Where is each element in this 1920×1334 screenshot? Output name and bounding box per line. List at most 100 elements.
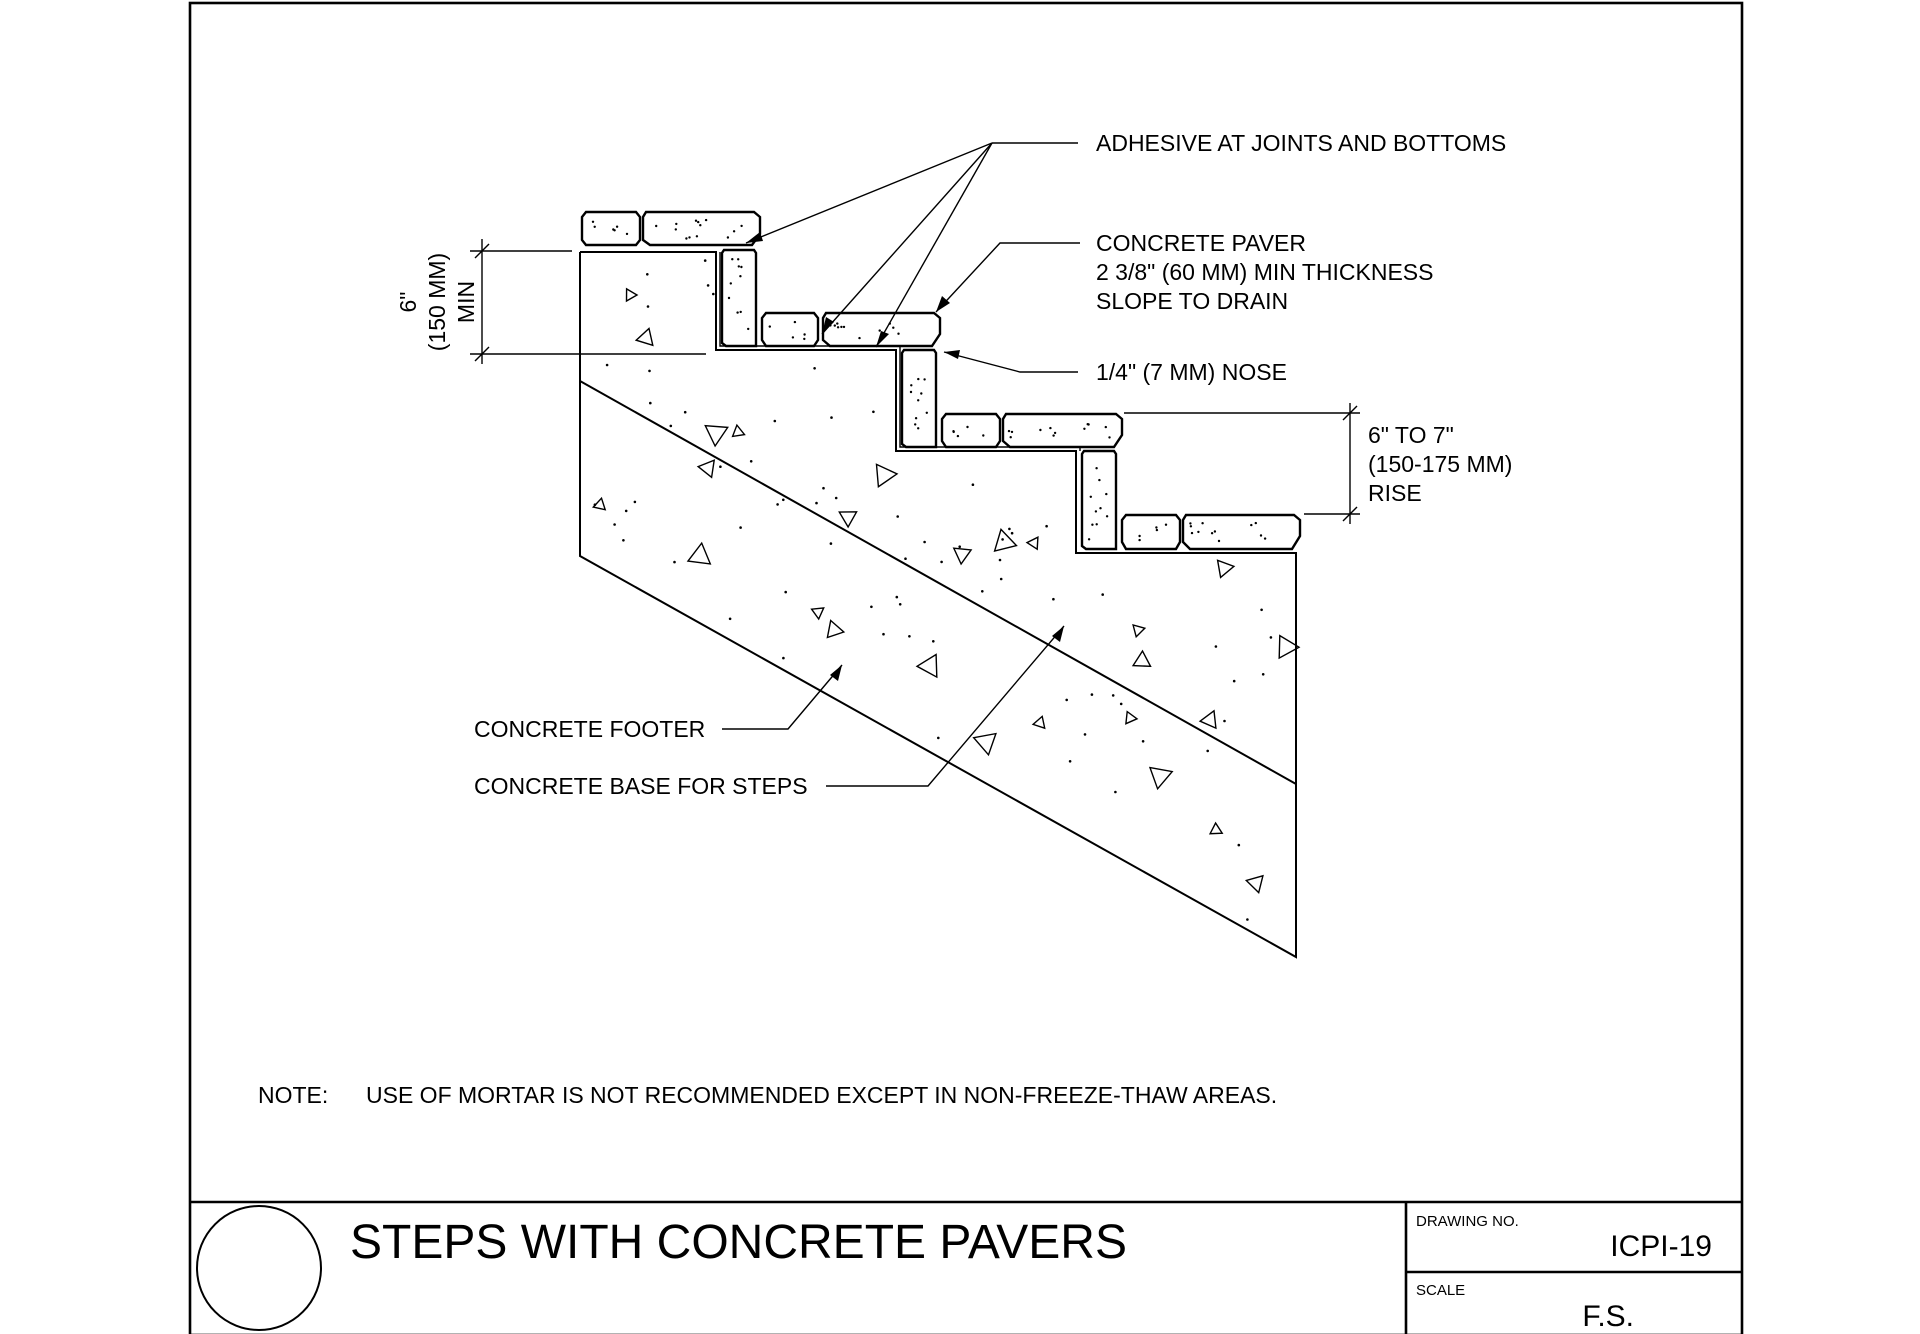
aggregate-mark bbox=[875, 463, 899, 488]
paver-riser-1 bbox=[720, 248, 758, 348]
paver-riser-2 bbox=[900, 348, 938, 449]
paver-dot bbox=[909, 390, 913, 394]
paver-dot bbox=[731, 258, 734, 261]
paver-dot bbox=[697, 220, 700, 224]
aggregate-dot bbox=[1223, 719, 1226, 723]
aggregate-dot bbox=[703, 259, 707, 262]
aggregate-dot bbox=[898, 603, 902, 606]
aggregate-mark bbox=[1125, 710, 1139, 725]
title-circle bbox=[196, 1205, 322, 1331]
paver-dot bbox=[1210, 532, 1214, 535]
aggregate-mark bbox=[1131, 649, 1152, 668]
leaders bbox=[722, 142, 1080, 787]
paver-dot bbox=[737, 265, 740, 268]
aggregate-dot bbox=[958, 545, 961, 548]
aggregate-dot bbox=[998, 558, 1002, 562]
drawing-title: STEPS WITH CONCRETE PAVERS bbox=[350, 1216, 1127, 1269]
paver-dot bbox=[1089, 495, 1093, 498]
aggregate-mark bbox=[634, 327, 654, 347]
aggregate-dot bbox=[719, 465, 722, 469]
aggregate-dot bbox=[784, 590, 787, 594]
aggregate-mark bbox=[1132, 624, 1147, 639]
aggregate-dot bbox=[815, 501, 818, 505]
aggregate-dot bbox=[971, 483, 975, 487]
aggregate-mark bbox=[625, 287, 639, 303]
paver-dot bbox=[1105, 515, 1109, 518]
aggregate-dot bbox=[937, 736, 940, 740]
paver-dot bbox=[736, 311, 739, 314]
paver-dot bbox=[593, 225, 596, 228]
paver-dot bbox=[675, 222, 678, 226]
paver-dot bbox=[952, 430, 955, 433]
aggregate-dot bbox=[776, 503, 779, 506]
paver-dot bbox=[655, 224, 658, 228]
paver-dot bbox=[836, 322, 839, 325]
paver-dot bbox=[1009, 436, 1012, 439]
paver-dot bbox=[726, 236, 730, 239]
callout-rise-2: (150-175 MM) bbox=[1368, 451, 1512, 477]
paver-dot bbox=[1053, 431, 1057, 435]
paver-dot bbox=[740, 224, 743, 228]
paver-tread-1a bbox=[760, 311, 820, 348]
dimension-rise bbox=[1124, 403, 1360, 524]
paver-dot bbox=[1083, 427, 1086, 430]
aggregate-mark bbox=[1244, 874, 1264, 894]
paver-dot bbox=[836, 326, 840, 329]
aggregate-dot bbox=[870, 605, 873, 609]
aggregate-dot bbox=[908, 635, 911, 638]
paver-dot bbox=[892, 326, 895, 329]
paver-dot bbox=[925, 411, 928, 414]
aggregate-dot bbox=[773, 419, 777, 423]
callout-rise-1: 6" TO 7" bbox=[1368, 422, 1454, 448]
paver-dot bbox=[685, 237, 688, 240]
paver-dot bbox=[966, 425, 969, 429]
paver-dot bbox=[923, 378, 926, 381]
paver-dot bbox=[739, 275, 742, 278]
aggregate-dot bbox=[830, 416, 833, 419]
aggregate-dot bbox=[1052, 597, 1055, 601]
aggregate-dot bbox=[739, 526, 742, 529]
aggregate-mark bbox=[972, 732, 997, 757]
aggregate-dot bbox=[1001, 538, 1004, 541]
paver-riser-3 bbox=[1080, 449, 1118, 551]
paver-dot bbox=[768, 325, 771, 328]
aggregate-mark bbox=[1216, 559, 1236, 579]
paver-dot bbox=[920, 392, 923, 395]
callout-paver-2: 2 3/8" (60 MM) MIN THICKNESS bbox=[1096, 259, 1433, 285]
paver-dot bbox=[1259, 534, 1263, 537]
title-block bbox=[190, 1200, 1742, 1334]
paver-dot bbox=[1095, 467, 1098, 470]
paver-top-2 bbox=[641, 210, 762, 247]
paver-dot bbox=[1201, 522, 1204, 525]
drawing-no-label: DRAWING NO. bbox=[1416, 1213, 1519, 1230]
aggregate-dot bbox=[1232, 679, 1236, 683]
aggregate-dot bbox=[1246, 918, 1249, 921]
paver-top-1 bbox=[580, 210, 642, 247]
concrete-body bbox=[579, 251, 1297, 959]
aggregate-dot bbox=[633, 500, 637, 504]
aggregate-dot bbox=[1119, 702, 1123, 706]
aggregate-dot bbox=[1114, 790, 1117, 794]
aggregate-dot bbox=[1111, 694, 1115, 697]
paver-tread-2b bbox=[1001, 412, 1124, 449]
paver-dot bbox=[737, 258, 740, 261]
aggregate-mark bbox=[704, 424, 729, 448]
pavers bbox=[580, 210, 1302, 551]
aggregate-texture bbox=[591, 259, 1301, 921]
aggregate-dot bbox=[940, 560, 943, 564]
paver-dot bbox=[1049, 426, 1052, 430]
aggregate-dot bbox=[605, 363, 609, 367]
aggregate-dot bbox=[683, 410, 687, 414]
aggregate-dot bbox=[624, 509, 628, 513]
aggregate-dot bbox=[1237, 843, 1241, 847]
aggregate-dot bbox=[1214, 645, 1218, 648]
aggregate-mark bbox=[915, 653, 938, 679]
aggregate-dot bbox=[649, 401, 652, 405]
aggregate-dot bbox=[1083, 733, 1087, 736]
paver-dot bbox=[1091, 523, 1094, 526]
paver-dot bbox=[1052, 434, 1055, 437]
paver-dot bbox=[699, 224, 702, 227]
aggregate-mark bbox=[1198, 709, 1217, 730]
paver-dot bbox=[1108, 436, 1111, 439]
dimension-min-line1: 6" bbox=[395, 292, 421, 313]
